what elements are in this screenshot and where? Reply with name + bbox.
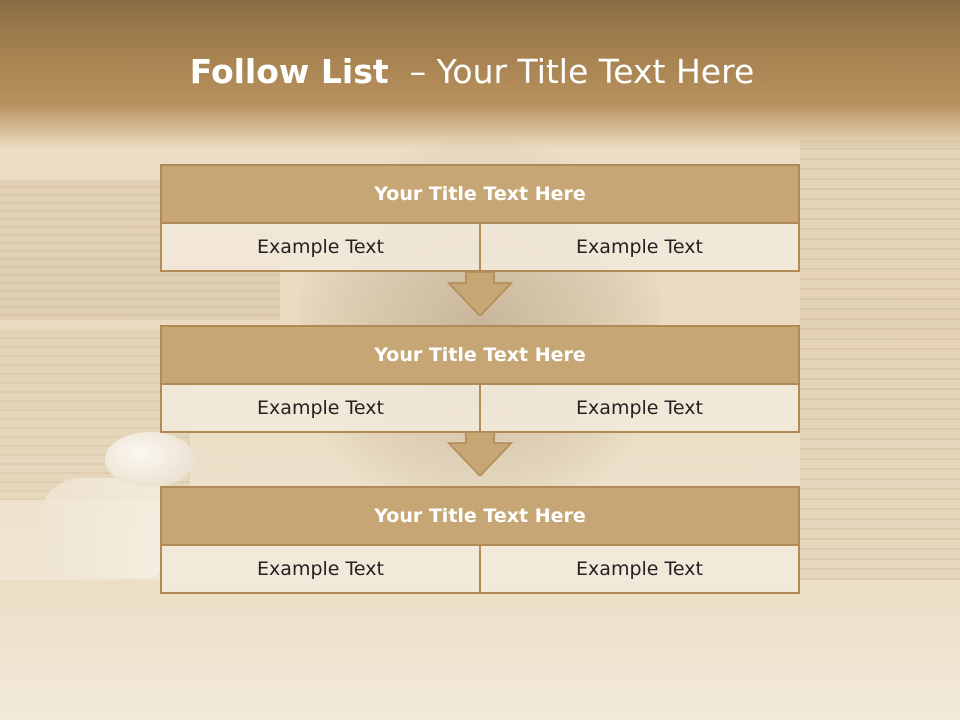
step-right-text: Example Text xyxy=(479,224,798,270)
slide-title: Follow List – Your Title Text Here xyxy=(0,52,944,91)
header-band xyxy=(0,0,960,150)
step-left-text: Example Text xyxy=(162,224,479,270)
step-right-text: Example Text xyxy=(479,546,798,592)
step-row: Example Text Example Text xyxy=(162,224,798,270)
step-title: Your Title Text Here xyxy=(162,166,798,224)
follow-step-3: Your Title Text Here Example Text Exampl… xyxy=(160,486,800,594)
follow-step-1: Your Title Text Here Example Text Exampl… xyxy=(160,164,800,272)
follow-step-2: Your Title Text Here Example Text Exampl… xyxy=(160,325,800,433)
floor-background xyxy=(0,580,960,720)
step-row: Example Text Example Text xyxy=(162,385,798,431)
down-arrow-icon xyxy=(446,272,514,316)
slide-title-bold: Follow List xyxy=(189,52,389,91)
book-stack-right-image xyxy=(800,140,960,580)
step-title: Your Title Text Here xyxy=(162,327,798,385)
down-arrow-icon xyxy=(446,432,514,476)
step-left-text: Example Text xyxy=(162,546,479,592)
step-right-text: Example Text xyxy=(479,385,798,431)
step-row: Example Text Example Text xyxy=(162,546,798,592)
paper-roll-image xyxy=(40,478,160,578)
slide-title-rest: – Your Title Text Here xyxy=(388,52,755,91)
step-title: Your Title Text Here xyxy=(162,488,798,546)
crumpled-paper-image xyxy=(105,432,195,487)
step-left-text: Example Text xyxy=(162,385,479,431)
